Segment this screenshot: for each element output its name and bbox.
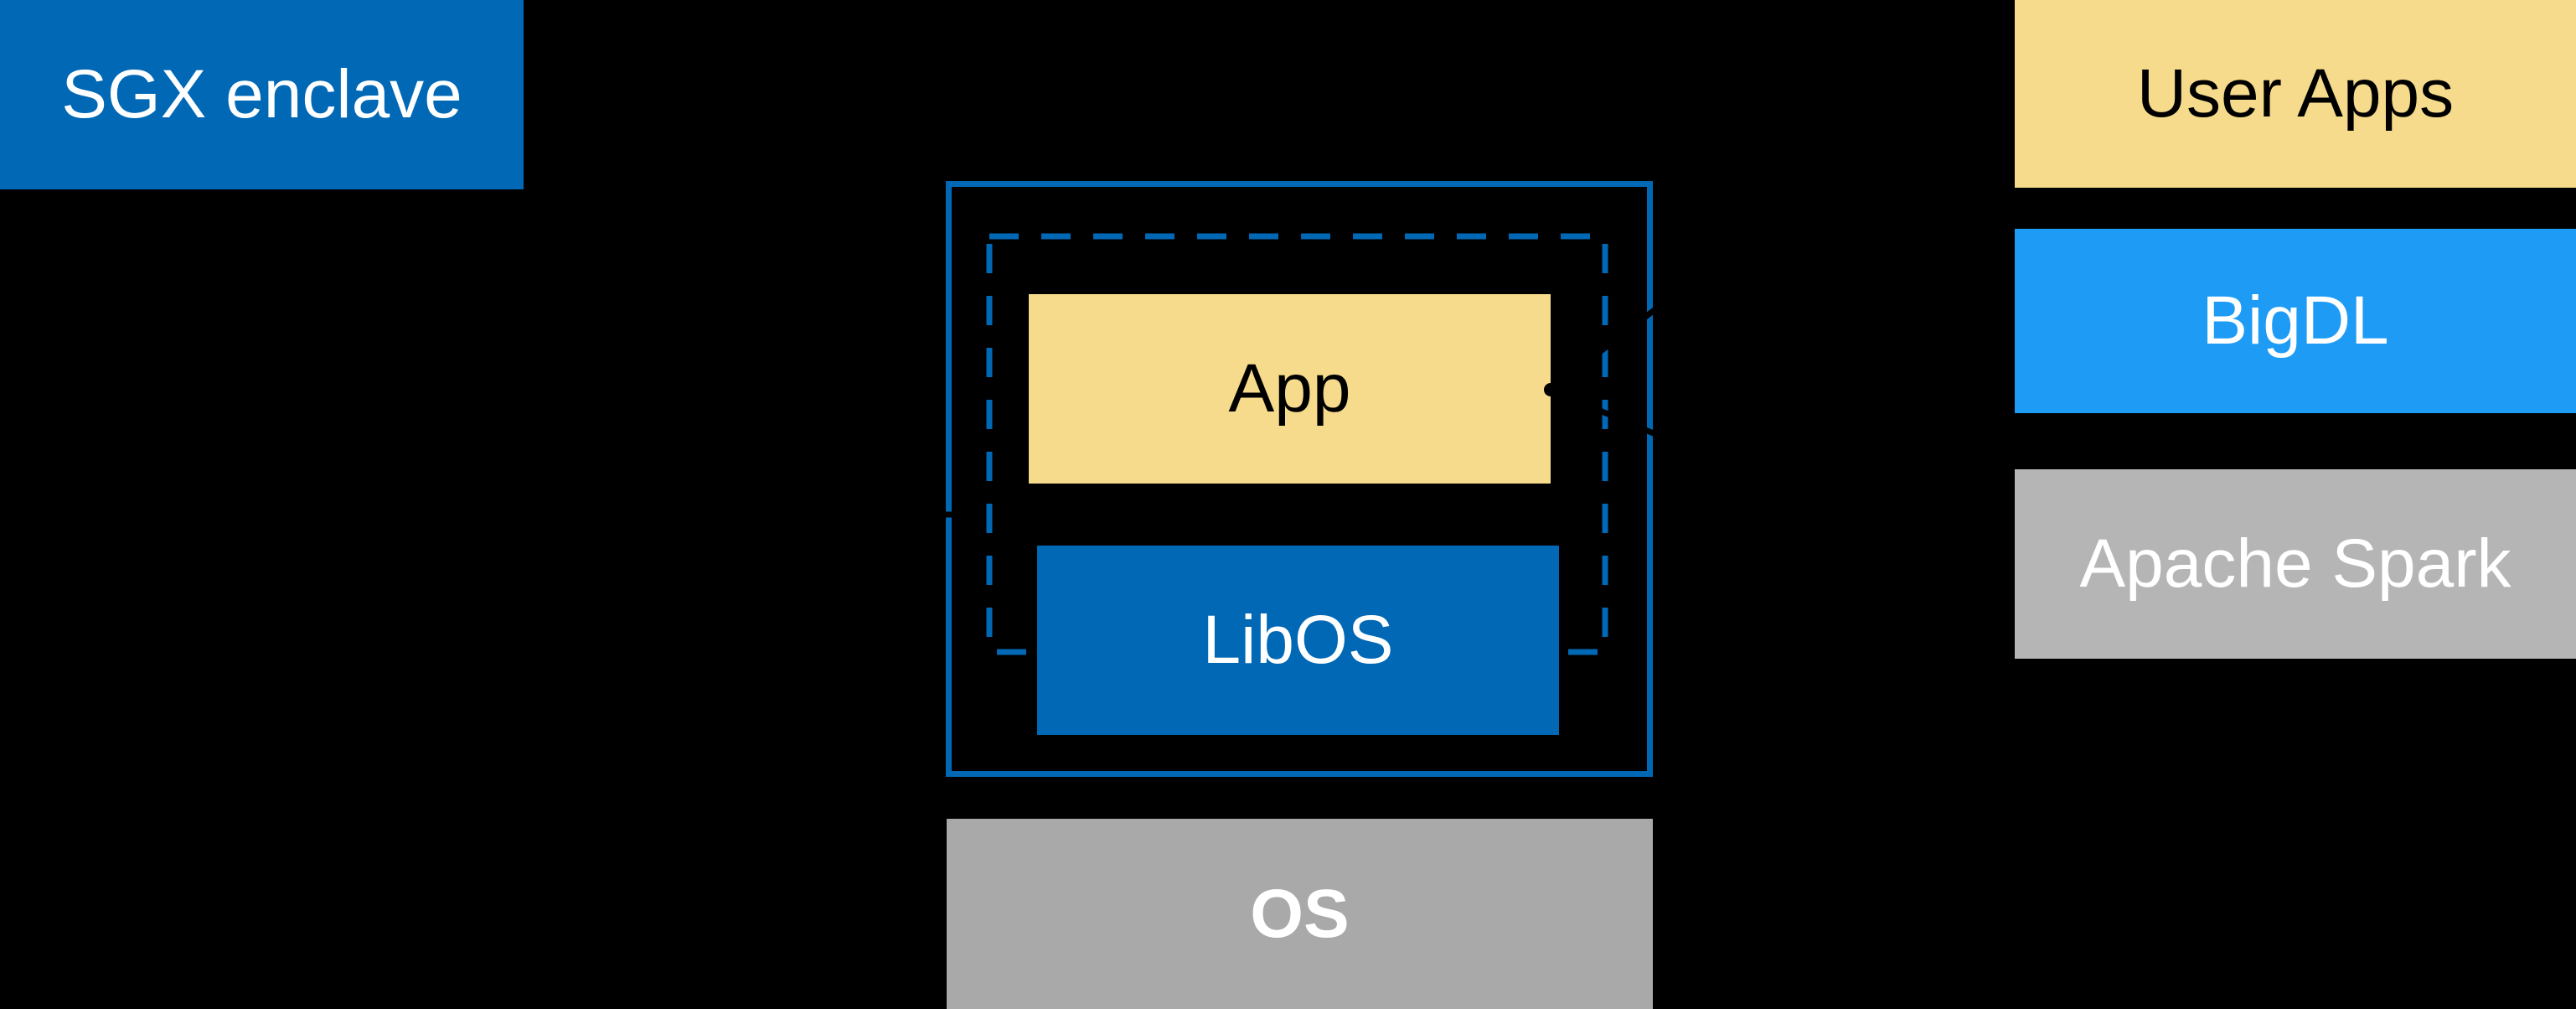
libos-label: LibOS [1202,602,1394,678]
os-label: OS [1250,875,1350,952]
sgx-enclave-box: SGX enclave [0,0,524,189]
os-box: OS [947,819,1653,1009]
bigdl-label: BigDL [2202,282,2389,359]
libos-box: LibOS [1037,546,1559,735]
app-box: App [1029,294,1551,484]
user-apps-box: User Apps [2015,0,2576,188]
sgx-enclave-label: SGX enclave [61,56,462,132]
bigdl-box: BigDL [2015,229,2576,413]
user-apps-label: User Apps [2136,55,2455,132]
apache-spark-label: Apache Spark [2079,525,2511,602]
apache-spark-box: Apache Spark [2015,469,2576,659]
app-label: App [1228,350,1351,427]
